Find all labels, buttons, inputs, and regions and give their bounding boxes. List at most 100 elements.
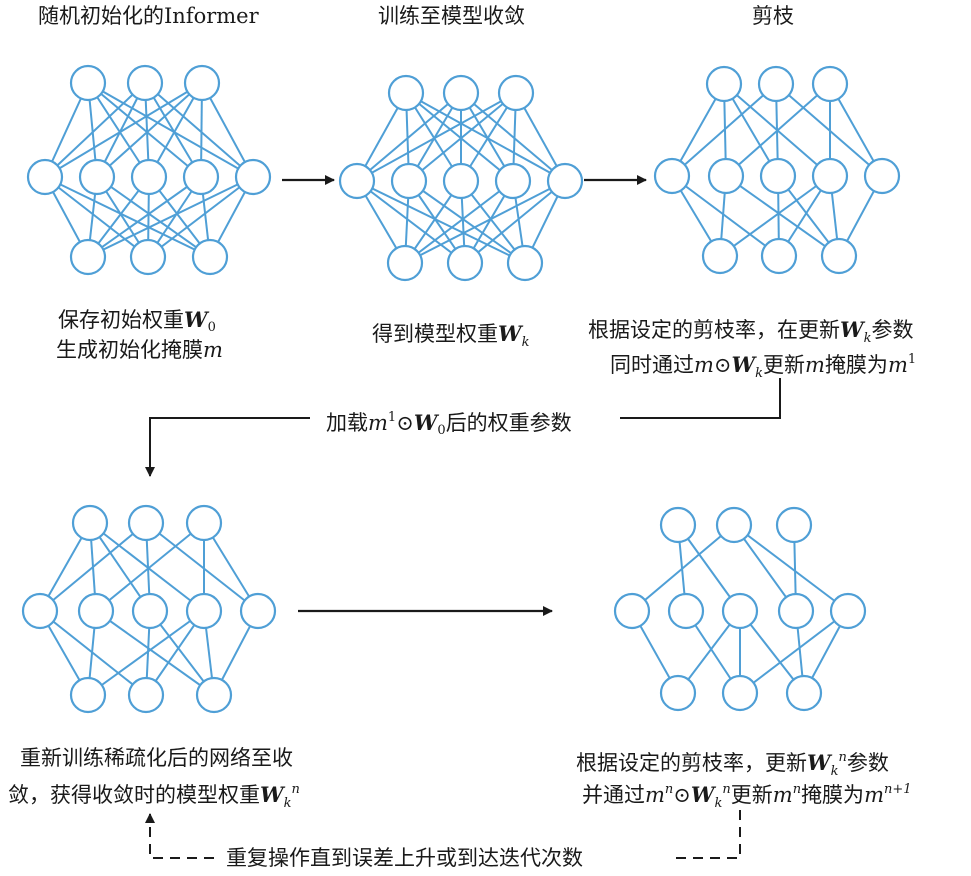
caption-load-weights: 加载m1⊙W0后的权重参数	[320, 404, 578, 445]
net-trained-node	[442, 162, 480, 200]
net-pruned-node	[757, 65, 795, 103]
net-retrain-node	[69, 676, 107, 714]
net-pruned-node	[759, 157, 797, 195]
net-initial-node	[129, 238, 167, 276]
stage-title-init: 随机初始化的Informer	[38, 4, 259, 28]
net-pruned-node	[653, 157, 691, 195]
caption-save-weights: 保存初始权重W0	[58, 307, 216, 335]
net-initial-edge	[87, 82, 202, 178]
net-pruned-n-node	[659, 506, 697, 544]
net-initial-edge	[44, 82, 146, 178]
net-retrain-node	[127, 676, 165, 714]
caption-get-weights: 得到模型权重Wk	[372, 321, 530, 350]
net-pruned-node	[707, 157, 745, 195]
net-trained-node	[494, 162, 532, 200]
net-pruned-n-node	[775, 506, 813, 544]
net-trained-edge	[356, 92, 462, 182]
net-pruned-n-edge	[733, 524, 849, 612]
net-retrain-node	[77, 592, 115, 630]
net-retrain-node	[239, 592, 277, 630]
net-initial-edge	[87, 82, 254, 178]
net-trained-edge	[408, 92, 517, 182]
net-trained-node	[546, 162, 584, 200]
net-pruned-n-node	[659, 674, 697, 712]
net-trained-node	[506, 244, 544, 282]
net-trained-edge	[405, 92, 566, 182]
net-initial-node	[69, 64, 107, 102]
net-trained-node	[446, 244, 484, 282]
net-pruned-node	[863, 157, 901, 195]
net-pruned-n-edge	[739, 610, 849, 694]
net-pruned-edge	[671, 83, 777, 177]
net-initial-edge	[96, 82, 203, 178]
net-pruned-node	[705, 65, 743, 103]
net-pruned-node	[760, 237, 798, 275]
net-pruned-n-node	[721, 674, 759, 712]
net-initial-edge	[87, 82, 150, 178]
stage-title-train: 训练至模型收敛	[378, 4, 525, 28]
arrow-load-weights	[620, 378, 781, 419]
net-trained-edge	[408, 180, 526, 264]
net-pruned-edge	[725, 175, 840, 257]
net-trained-edge	[404, 180, 566, 264]
net-trained-node	[338, 162, 376, 200]
arrow-load-weights-left	[145, 417, 310, 477]
net-pruned-n-node	[715, 506, 753, 544]
stage-title-prune: 剪枝	[752, 4, 794, 28]
net-pruned-node	[811, 157, 849, 195]
caption-prune-rate: 根据设定的剪枝率，在更新Wk参数	[588, 317, 914, 346]
network-nodes	[21, 64, 901, 714]
net-pruned-n-node	[721, 592, 759, 630]
net-retrain-edge	[39, 522, 147, 612]
net-trained-node	[387, 74, 425, 112]
net-retrain-node	[195, 676, 233, 714]
net-retrain-node	[127, 504, 165, 542]
net-pruned-edge	[719, 175, 831, 257]
loop-arrow-right	[672, 810, 741, 859]
net-trained-edge	[464, 180, 566, 264]
net-initial-edge	[44, 176, 149, 258]
net-trained-edge	[404, 180, 514, 264]
net-pruned-n-node	[613, 592, 651, 630]
net-initial-edge	[44, 176, 211, 258]
net-retrain-edge	[145, 522, 259, 612]
net-pruned-n-node	[777, 592, 815, 630]
net-retrain-edge	[87, 610, 205, 696]
caption-repeat-loop: 重复操作直到误差上升或到达迭代次数	[226, 846, 583, 870]
caption-update-mask-n: 并通过mn⊙Wkn更新mn掩膜为mn+1	[582, 782, 912, 811]
net-initial-node	[26, 158, 64, 196]
net-initial-node	[130, 158, 168, 196]
net-pruned-node	[820, 237, 858, 275]
net-initial-edge	[87, 176, 254, 258]
net-retrain-node	[185, 504, 223, 542]
net-pruned-edge	[671, 175, 780, 257]
caption-retrain-line1: 重新训练稀疏化后的网络至收	[20, 746, 293, 770]
caption-prune-rate-n: 根据设定的剪枝率，更新Wkn参数	[576, 750, 889, 779]
net-pruned-edge	[725, 83, 831, 177]
net-trained-edge	[356, 180, 526, 264]
net-pruned-n-node	[667, 592, 705, 630]
flow-arrows	[145, 175, 781, 859]
net-initial-edge	[44, 82, 203, 178]
net-trained-edge	[356, 92, 517, 182]
net-trained-node	[386, 244, 424, 282]
net-initial-node	[69, 238, 107, 276]
net-trained-edge	[460, 92, 566, 182]
net-pruned-n-node	[785, 674, 823, 712]
loop-arrow-left	[145, 813, 214, 859]
net-initial-edge	[87, 176, 202, 258]
net-trained-node	[390, 162, 428, 200]
net-initial-node	[182, 158, 220, 196]
net-initial-node	[78, 158, 116, 196]
net-retrain-edge	[95, 610, 215, 696]
net-initial-edge	[144, 82, 254, 178]
net-initial-node	[234, 158, 272, 196]
net-pruned-n-edge	[631, 524, 735, 612]
net-retrain-node	[71, 504, 109, 542]
net-trained-edge	[405, 92, 514, 182]
net-pruned-n-node	[829, 592, 867, 630]
net-initial-edge	[147, 176, 254, 258]
net-trained-node	[497, 74, 535, 112]
